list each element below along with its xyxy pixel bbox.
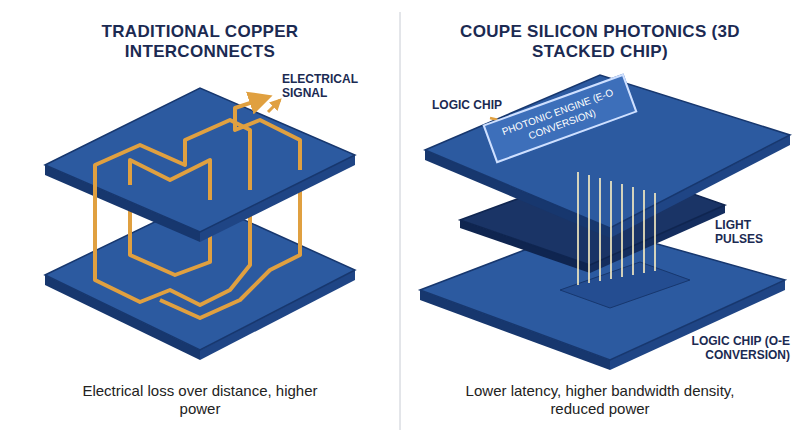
copper-wire <box>95 97 300 200</box>
signal-label: ELECTRICAL SIGNAL <box>282 72 372 101</box>
light-pulse <box>588 175 590 283</box>
part-label: LOGIC CHIP (O-E CONVERSION) <box>650 334 790 363</box>
top-logic-chip <box>425 75 790 238</box>
light-pulse <box>610 181 612 279</box>
light-glow <box>576 172 581 285</box>
light-glow <box>598 178 603 281</box>
caption: Lower latency, higher bandwidth density,… <box>440 382 760 418</box>
light-glow <box>642 190 647 273</box>
caption: Electrical loss over distance, higher po… <box>60 382 340 418</box>
panel-title: TRADITIONAL COPPER INTERCONNECTS <box>80 22 320 63</box>
light-pulse <box>599 178 601 281</box>
light-glow <box>653 193 658 271</box>
light-pulse <box>621 184 623 277</box>
light-pulse <box>577 172 579 285</box>
light-pulse <box>632 187 634 275</box>
panel-title: COUPE SILICON PHOTONICS (3D STACKED CHIP… <box>455 22 745 63</box>
light-pulse <box>654 193 656 271</box>
light-glow <box>631 187 636 275</box>
top-plate <box>45 88 355 242</box>
light-glow <box>620 184 625 277</box>
divider <box>400 12 401 430</box>
light-glow <box>587 175 592 283</box>
light-glow <box>609 181 614 279</box>
signal-label: LIGHT PULSES <box>715 218 790 247</box>
light-pulses <box>578 172 655 285</box>
light-pulse <box>643 190 645 273</box>
